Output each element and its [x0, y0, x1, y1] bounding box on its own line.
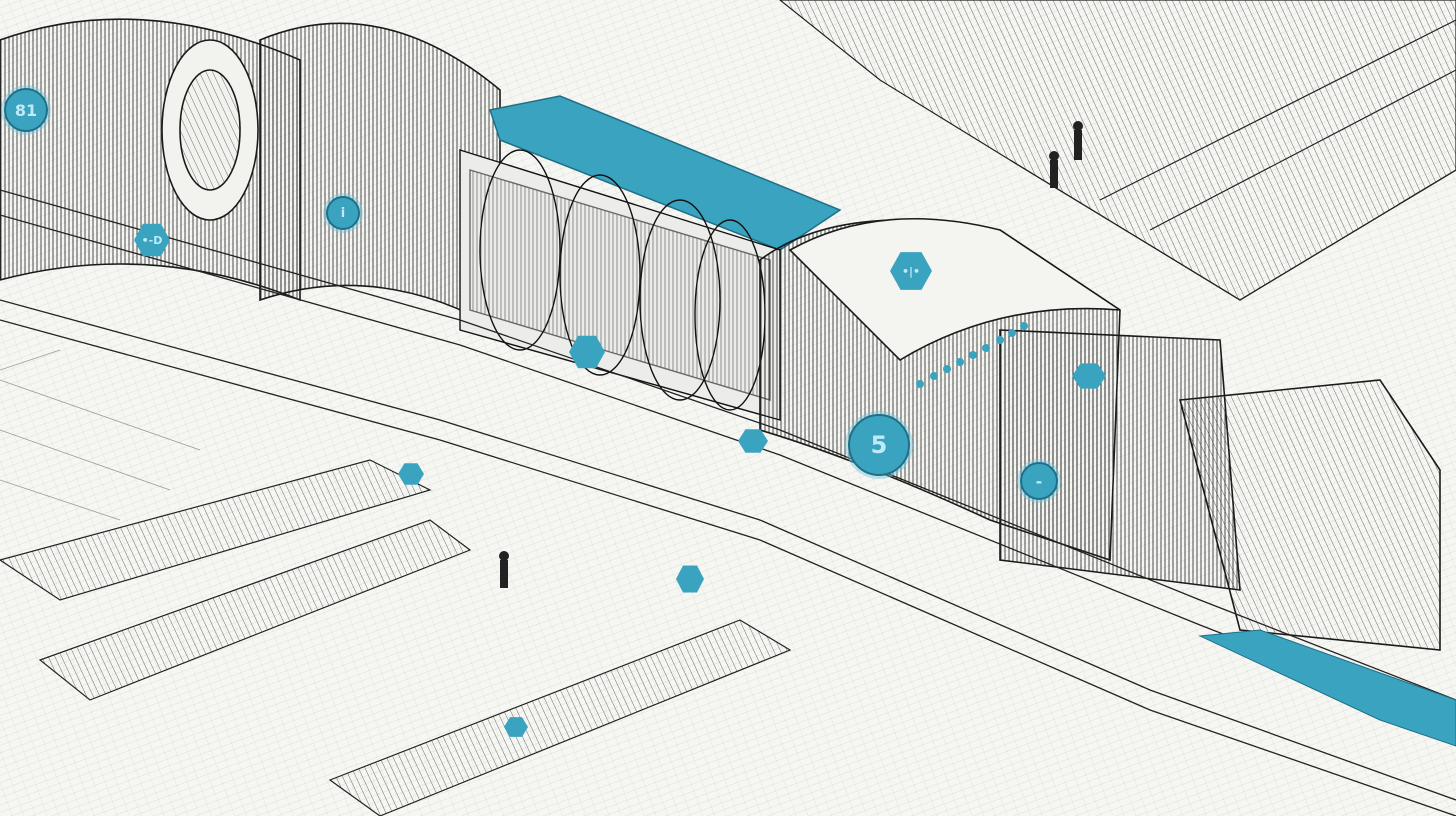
cyan-conveyor [1198, 629, 1456, 747]
badge-floor-left [398, 463, 424, 485]
catwalk-rails [0, 189, 1456, 816]
cyan-dot-trail [916, 322, 1028, 388]
left-module [0, 18, 501, 332]
badge-right-large: 5 [848, 414, 910, 476]
badge-left-module: 81 [4, 88, 48, 132]
badge-center [569, 335, 605, 369]
right-module [759, 218, 1441, 651]
workers [499, 121, 1083, 588]
badge-upper-port: i [326, 196, 360, 230]
badge-console [738, 429, 768, 453]
floor-conveyors [0, 459, 792, 816]
floor-grid [0, 349, 201, 521]
back-hall [779, 0, 1456, 301]
badge-floor-mid [676, 565, 704, 593]
cyan-top-panel [489, 95, 842, 251]
central-rotor [459, 149, 781, 421]
badge-right-small: - [1020, 462, 1058, 500]
badge-floor-low [504, 717, 528, 737]
